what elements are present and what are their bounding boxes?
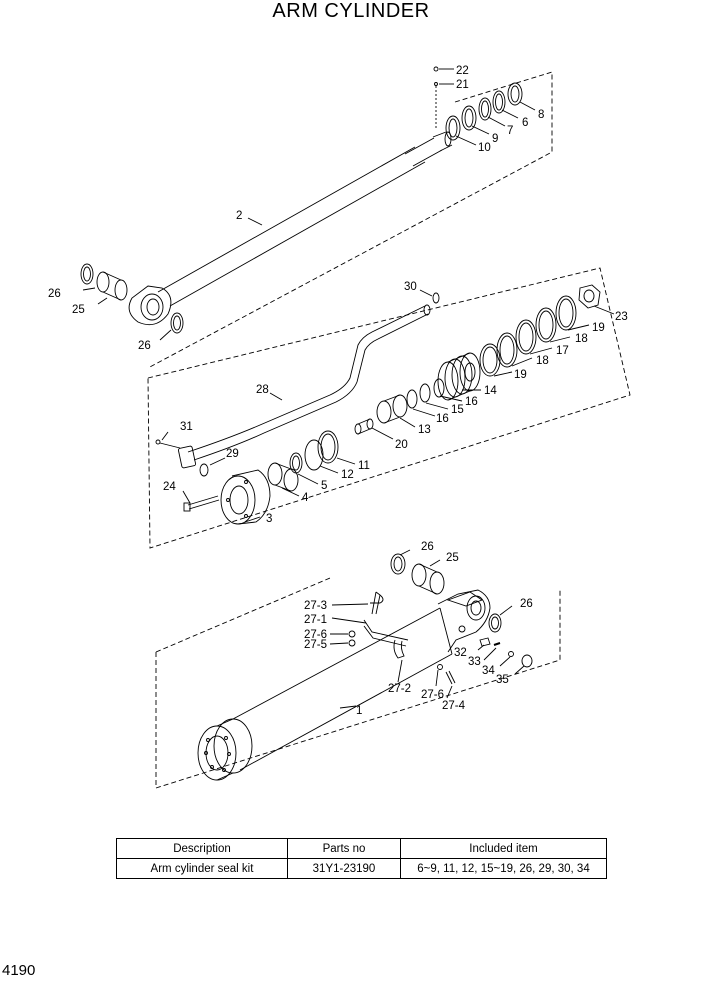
callout-29: 29 xyxy=(226,448,239,460)
callout-27-5: 27-5 xyxy=(304,639,327,651)
callout-27-6-right: 27-6 xyxy=(421,689,444,701)
callout-labels: 22 21 8 6 7 9 10 2 26 25 26 30 23 19 18 … xyxy=(48,65,628,717)
callout-11: 11 xyxy=(358,460,370,472)
callout-32: 32 xyxy=(454,647,467,659)
callout-27-6-left: 27-6 xyxy=(304,629,327,641)
callout-5: 5 xyxy=(321,480,327,492)
callout-26-tube-top: 26 xyxy=(421,541,434,553)
callout-7: 7 xyxy=(507,125,513,137)
callout-17: 17 xyxy=(556,345,569,357)
tube-assembly-group xyxy=(155,549,561,789)
callout-26-rod-left: 26 xyxy=(48,288,61,300)
callout-13: 13 xyxy=(418,424,431,436)
callout-26-rod-right: 26 xyxy=(138,340,151,352)
callout-27-2: 27-2 xyxy=(388,683,411,695)
rod-cover-3 xyxy=(220,469,271,525)
page-number: 4190 xyxy=(2,962,36,979)
pin-20 xyxy=(354,418,374,435)
callout-35: 35 xyxy=(496,674,509,686)
callout-9: 9 xyxy=(492,133,498,145)
pipe-28 xyxy=(177,304,431,469)
callout-2: 2 xyxy=(236,210,242,222)
callout-1: 1 xyxy=(356,705,362,717)
piston-14 xyxy=(437,352,481,401)
callout-34: 34 xyxy=(482,665,495,677)
callout-14: 14 xyxy=(484,385,497,397)
callout-20: 20 xyxy=(395,439,408,451)
page-title: ARM CYLINDER xyxy=(272,0,430,22)
callout-19-a: 19 xyxy=(592,322,605,334)
cylinder-tube-1 xyxy=(197,607,453,781)
table-header-row: Description Parts no Included item xyxy=(116,838,607,859)
cell-included-item: 6~9, 11, 12, 15~19, 26, 29, 30, 34 xyxy=(400,858,607,879)
seal-kit-table: Description Parts no Included item Arm c… xyxy=(116,838,607,879)
callout-27-4: 27-4 xyxy=(442,700,466,712)
callout-19-b: 19 xyxy=(514,369,527,381)
seal-ring-26-left xyxy=(80,263,94,285)
column-header-included-item: Included item xyxy=(400,838,607,859)
callout-27-1: 27-1 xyxy=(304,614,327,626)
bushing-25 xyxy=(96,271,128,301)
column-header-parts-no: Parts no xyxy=(287,838,401,859)
callout-26-tube-right: 26 xyxy=(520,598,533,610)
rod-thread-end xyxy=(432,131,453,152)
callout-12: 12 xyxy=(341,469,354,481)
piston-seal-rings xyxy=(479,295,577,377)
callout-15: 15 xyxy=(451,404,464,416)
callout-3: 3 xyxy=(266,513,272,525)
cell-description: Arm cylinder seal kit xyxy=(116,858,288,879)
seal-ring-26-right xyxy=(170,312,184,334)
column-header-description: Description xyxy=(116,838,288,859)
callout-18-b: 18 xyxy=(536,355,549,367)
rod-seal-rings xyxy=(445,82,523,141)
callout-31: 31 xyxy=(180,421,193,433)
callout-10: 10 xyxy=(478,142,491,154)
callout-25-rod: 25 xyxy=(72,304,85,316)
callout-16-b: 16 xyxy=(436,413,449,425)
lock-nut-23 xyxy=(578,284,601,309)
callout-21: 21 xyxy=(456,79,469,91)
callout-6: 6 xyxy=(522,117,528,129)
rod-assembly-group xyxy=(80,66,553,369)
callout-28: 28 xyxy=(256,384,269,396)
callout-33: 33 xyxy=(468,656,481,668)
callout-4: 4 xyxy=(302,492,309,504)
callout-30: 30 xyxy=(404,281,417,293)
callout-18-a: 18 xyxy=(575,333,588,345)
callout-23: 23 xyxy=(615,311,628,323)
pipe-clamp-27 xyxy=(363,591,409,659)
tube-head-block xyxy=(437,589,491,655)
callout-24: 24 xyxy=(163,481,176,493)
callout-16-a: 16 xyxy=(465,396,478,408)
callout-27-3: 27-3 xyxy=(304,600,327,612)
cell-parts-no: 31Y1-23190 xyxy=(287,858,401,879)
rod-eye xyxy=(128,285,172,326)
callout-8: 8 xyxy=(538,109,544,121)
callout-25-tube: 25 xyxy=(446,552,459,564)
piston-head-assembly-group xyxy=(147,267,631,549)
callout-22: 22 xyxy=(456,65,469,77)
table-row: Arm cylinder seal kit 31Y1-23190 6~9, 11… xyxy=(116,858,607,879)
